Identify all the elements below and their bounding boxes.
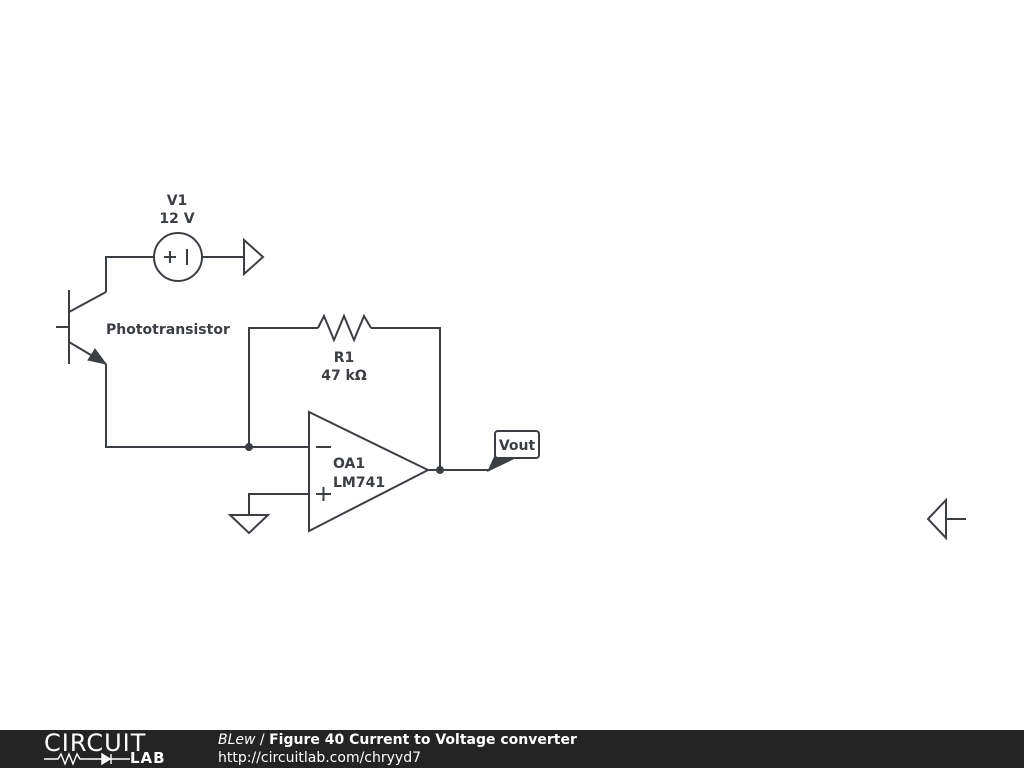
voltage-source-v1[interactable] [153, 232, 203, 282]
r1-value-label: 47 kΩ [321, 368, 367, 384]
opamp-part-label: LM741 [333, 475, 385, 491]
r1-ref-label: R1 [334, 350, 355, 366]
junction-inverting [245, 443, 253, 451]
wire-noninverting [248, 493, 309, 515]
resistor-diode-logo-icon [44, 752, 130, 766]
circuit-title-line: BLew / Figure 40 Current to Voltage conv… [218, 731, 577, 749]
circuitlab-logo[interactable]: CIRCUIT LAB [44, 730, 176, 768]
opamp-ref-label: OA1 [333, 456, 365, 472]
ground-icon [227, 514, 271, 535]
footer-bar: CIRCUIT LAB BLew / Figure 40 Current to … [0, 730, 1024, 768]
circuit-url[interactable]: http://circuitlab.com/chryyd7 [218, 750, 421, 766]
wire-feedback-left [248, 327, 318, 447]
author-name[interactable]: BLew [218, 732, 256, 748]
schematic-svg: V1 12 V Phototransistor R1 47 kΩ OA1 LM7… [56, 193, 966, 541]
vout-label: Vout [499, 438, 536, 454]
wire-emitter [105, 364, 309, 448]
brand-lab-text: LAB [130, 749, 166, 767]
resistor-r1[interactable] [317, 313, 372, 343]
port-flag-icon[interactable] [926, 497, 966, 541]
opamp-oa1[interactable] [308, 410, 431, 533]
wire-feedback-right [371, 327, 441, 470]
power-flag-icon [243, 237, 265, 277]
schematic-canvas[interactable]: V1 12 V Phototransistor R1 47 kΩ OA1 LM7… [0, 0, 1024, 730]
circuit-title[interactable]: Figure 40 Current to Voltage converter [269, 732, 577, 748]
wire-collector [105, 256, 154, 292]
brand-circuit-text: CIRCUIT [44, 729, 147, 757]
vout-label-tag[interactable] [486, 430, 540, 473]
v1-value-label: 12 V [159, 211, 194, 227]
phototransistor-label: Phototransistor [106, 322, 230, 338]
v1-ref-label: V1 [167, 193, 188, 209]
phototransistor[interactable] [56, 290, 108, 365]
title-separator: / [255, 732, 270, 748]
